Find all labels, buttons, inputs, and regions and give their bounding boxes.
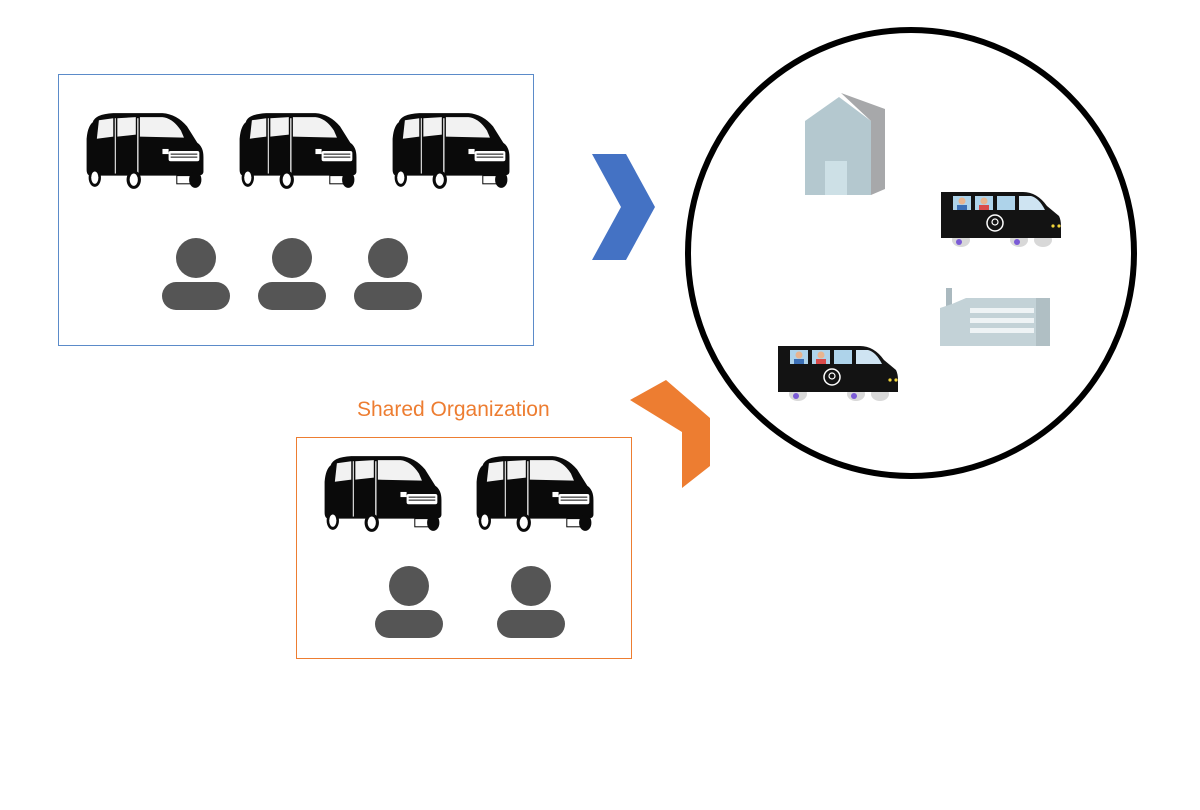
person-icon: [353, 238, 423, 310]
shuttle-van-icon: [776, 340, 900, 404]
house-icon: [805, 93, 885, 195]
organization-box: [58, 74, 534, 346]
shared-organization-label: Shared Organization: [357, 398, 550, 421]
chevron-right-icon: [630, 380, 710, 488]
van-icon: [472, 453, 596, 535]
service-area-circle: [685, 27, 1137, 479]
van-icon: [388, 110, 512, 192]
van-icon: [235, 110, 359, 192]
person-icon: [257, 238, 327, 310]
van-icon: [82, 110, 206, 192]
van-icon: [320, 453, 444, 535]
chevron-right-icon: [592, 154, 655, 260]
person-icon: [374, 566, 444, 638]
shuttle-van-icon: [939, 186, 1063, 250]
factory-icon: [940, 288, 1050, 346]
person-icon: [496, 566, 566, 638]
person-icon: [161, 238, 231, 310]
shared-organization-box: [296, 437, 632, 659]
